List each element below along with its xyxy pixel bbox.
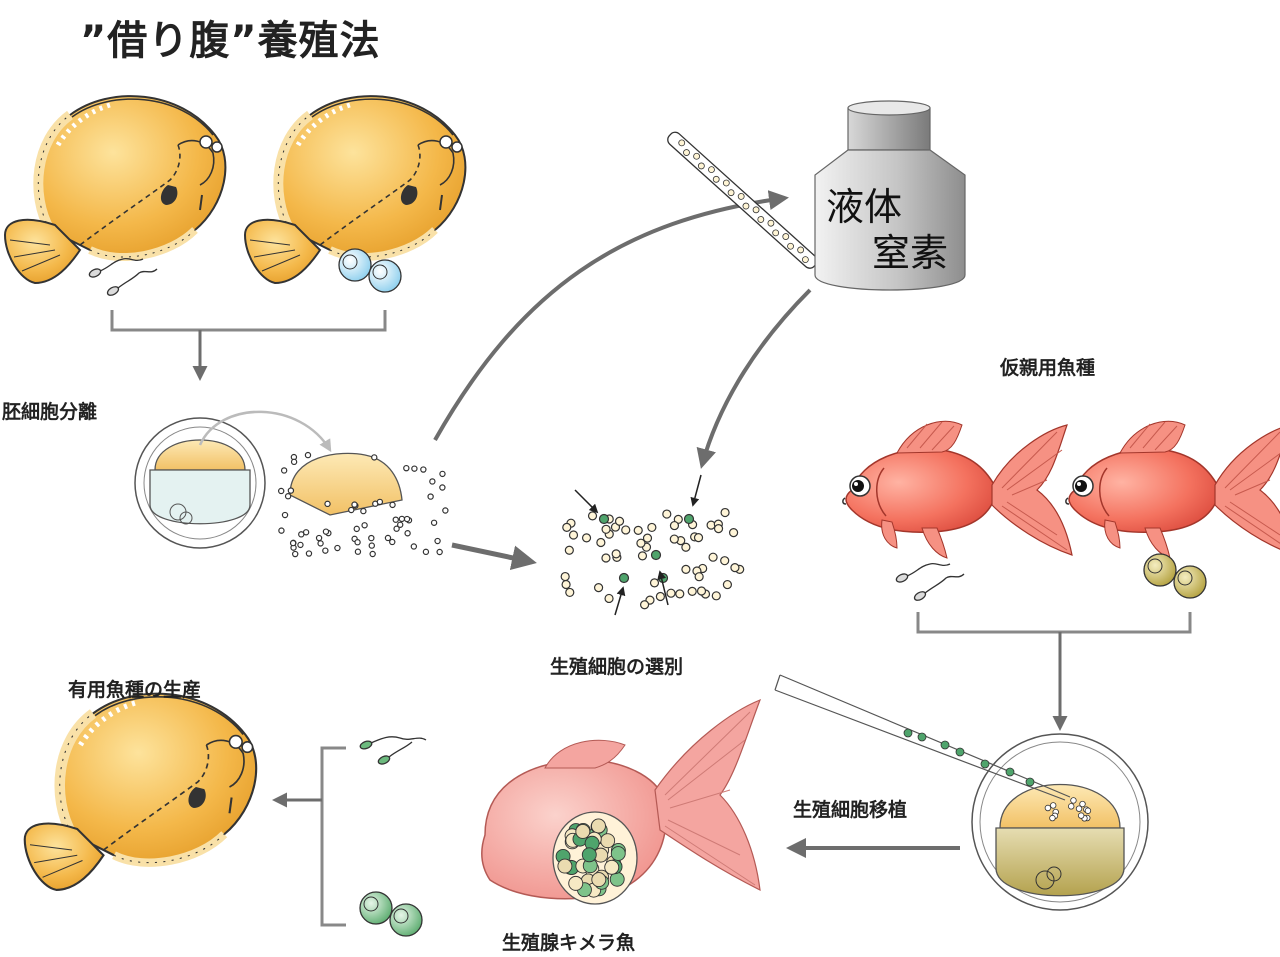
surrogate-species-label: 仮親用魚種 <box>1000 357 1096 379</box>
gonad-chimera-fish-label: 生殖腺キメラ魚 <box>502 932 636 954</box>
chimera-goldfish-icon <box>480 698 762 905</box>
goldfish-egg-icon <box>1143 553 1207 599</box>
cell-extraction-arrow <box>198 410 332 453</box>
cryo-straw-icon <box>667 131 818 269</box>
offspring-egg-icon <box>359 891 423 937</box>
flounder-embryo-icon <box>134 417 266 549</box>
surrogate-bracket <box>916 612 1192 731</box>
useful-species-production-label: 有用魚種の生産 <box>68 679 202 701</box>
embryo-separation-label: 胚細胞分離 <box>2 401 98 423</box>
liquid-nitrogen-tank-icon <box>814 100 966 291</box>
germ-cell-transplant-label: 生殖細胞移植 <box>793 799 908 821</box>
goldfish-parent-female-icon <box>1065 420 1280 559</box>
to-selection-arrow <box>451 542 537 571</box>
flounder-parent-male-icon <box>5 96 225 283</box>
offspring-bracket <box>272 746 346 927</box>
goldfish-embryo-icon <box>971 733 1149 911</box>
germ-cell-selection-label: 生殖細胞の選別 <box>550 656 684 678</box>
flounder-egg-icon <box>338 248 402 293</box>
germ-cell-selection-icon <box>560 474 745 616</box>
liquid-nitrogen-label-2: 窒素 <box>872 231 948 275</box>
offspring-sperm-icon <box>359 736 427 765</box>
micro-injection-needle-icon <box>774 674 1071 801</box>
fertilization-bracket <box>110 310 387 381</box>
goldfish-parent-male-icon <box>842 420 1073 559</box>
flounder-sperm-icon <box>87 257 158 298</box>
to-freezing-arrow <box>433 190 789 441</box>
goldfish-sperm-icon <box>894 562 965 603</box>
liquid-nitrogen-label-1: 液体 <box>826 185 902 229</box>
page-title: ”借り腹”養殖法 <box>80 18 381 64</box>
flounder-offspring-icon <box>25 694 256 890</box>
thaw-arrow <box>696 288 812 469</box>
dissociated-blastoderm-icon <box>277 451 449 558</box>
